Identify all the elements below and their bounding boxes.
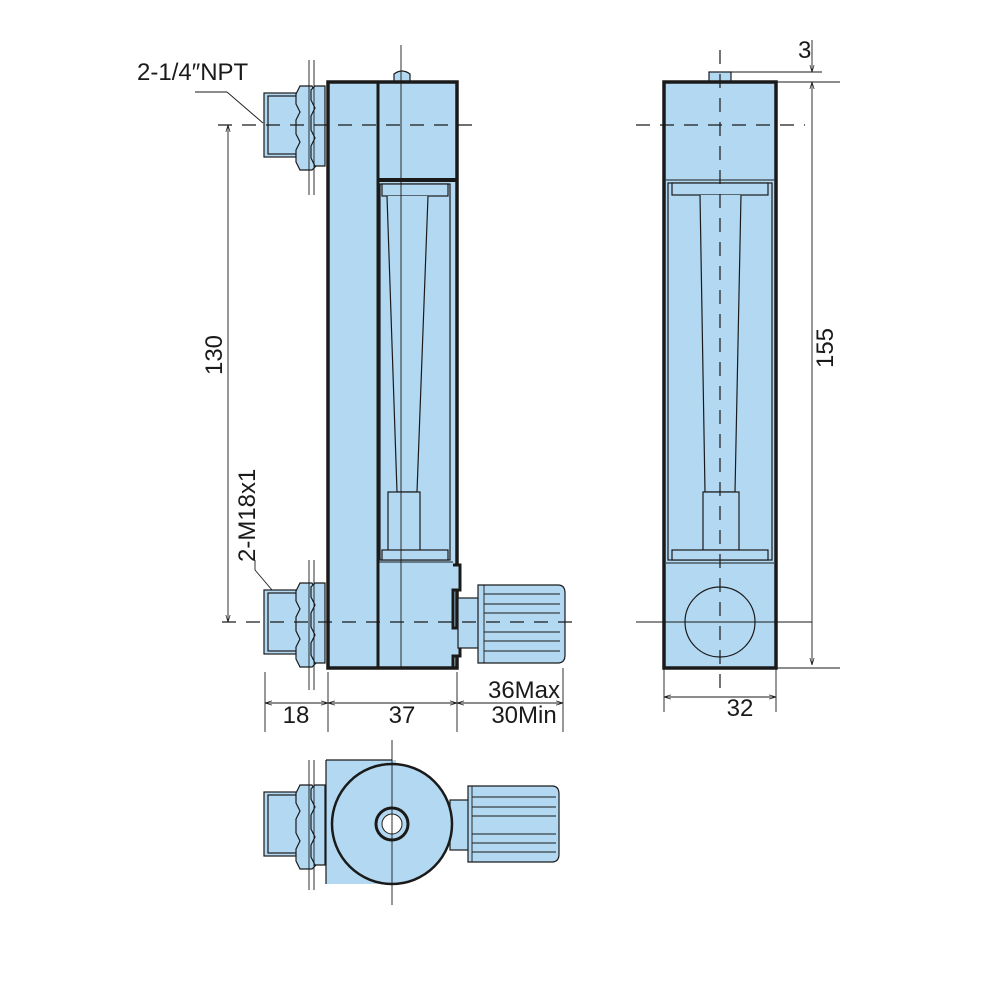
valve-knob [457, 584, 566, 664]
dim-155: 155 [812, 328, 839, 368]
dim-3: 3 [798, 37, 811, 64]
dim-37: 37 [389, 702, 416, 729]
bottom-fitting [263, 560, 326, 690]
top-view [263, 740, 560, 905]
label-thread-bottom: 2-M18x1 [234, 469, 261, 562]
dim-130: 130 [201, 335, 228, 375]
dim-36max: 36Max [488, 677, 560, 704]
dim-18: 18 [283, 702, 310, 729]
label-thread-top: 2-1/4″NPT [137, 59, 249, 86]
side-view: 3 155 32 [636, 37, 840, 722]
dim-32: 32 [727, 695, 754, 722]
front-view: 130 2-1/4″NPT 2-M18x1 18 37 36Max 30Min [137, 45, 575, 732]
dim-30min: 30Min [491, 702, 556, 729]
top-fitting [263, 60, 326, 195]
